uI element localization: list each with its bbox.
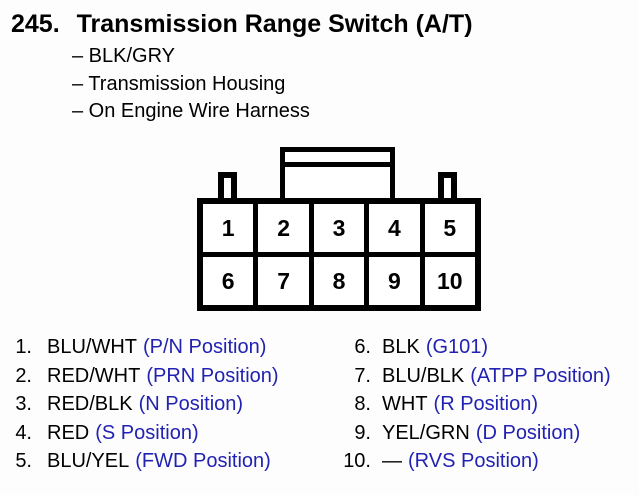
pin-row: 3. RED/BLK(N Position) xyxy=(12,390,279,419)
detail-list: – BLK/GRY – Transmission Housing – On En… xyxy=(72,43,310,126)
pin-wire-color: RED xyxy=(47,421,90,444)
pin-number: 1. xyxy=(15,336,32,358)
connector-pin-cell: 5 xyxy=(424,204,475,252)
page-header: 245. Transmission Range Switch (A/T) xyxy=(11,10,473,39)
pin-row: 10. — (RVS Position) xyxy=(330,447,611,476)
connector-pin-cell: 7 xyxy=(258,257,309,305)
pin-position: (ATPP Position) xyxy=(470,364,611,387)
connector-pin-cell: 6 xyxy=(203,257,254,305)
page-title: Transmission Range Switch (A/T) xyxy=(76,10,473,38)
connector-pin-cell: 1 xyxy=(203,204,254,252)
pin-number: 3. xyxy=(15,393,32,416)
connector-pin-cell: 2 xyxy=(258,204,309,252)
pin-position: (R Position) xyxy=(433,393,539,416)
pin-row: 5. BLU/YEL(FWD Position) xyxy=(12,447,279,476)
pin-row: 2. RED/WHT(PRN Position) xyxy=(12,362,279,391)
pin-row: 7. BLU/BLK(ATPP Position) xyxy=(330,362,611,391)
pin-number: 8. xyxy=(354,393,371,416)
detail-line-wire-color: – BLK/GRY xyxy=(72,45,176,67)
pin-wire-color: — xyxy=(382,450,402,473)
pin-number: 2. xyxy=(15,364,32,387)
pin-row: 1. BLU/WHT (P/N Position) xyxy=(12,333,279,362)
latch-tab-ridge xyxy=(285,162,390,167)
pin-position: (FWD Position) xyxy=(135,450,271,473)
pin-list-left: 1. BLU/WHT (P/N Position) 2. RED/WHT(PRN Po… xyxy=(12,333,279,476)
pin-position: (P/N Position) xyxy=(143,336,267,358)
connector-pin-cell: 3 xyxy=(313,204,365,252)
pin-number: 5. xyxy=(15,450,32,473)
pin-wire-color: RED/WHT xyxy=(47,364,141,387)
pin-wire-color: BLU/WHT xyxy=(47,336,137,358)
pin-wire-color: BLK xyxy=(382,336,420,358)
pin-number: 10. xyxy=(343,450,371,473)
pin-position: (N Position) xyxy=(138,393,244,416)
detail-line-location: – Transmission Housing xyxy=(72,72,286,95)
connector-pin-cell: 9 xyxy=(369,257,420,305)
pin-position: (RVS Position) xyxy=(408,450,539,473)
pin-wire-color: RED/BLK xyxy=(47,393,133,416)
pin-row: 8. WHT(R Position) xyxy=(330,390,611,419)
pin-list-right: 6. BLK(G101) 7. BLU/BLK(ATPP Position) 8. W… xyxy=(330,333,611,476)
pin-wire-color: BLU/YEL xyxy=(47,450,130,473)
pin-position: (G101) xyxy=(425,336,489,358)
pin-number: 9. xyxy=(354,421,371,444)
pin-position: (D Position) xyxy=(475,421,581,444)
pin-position: (S Position) xyxy=(95,421,199,444)
pin-number: 4. xyxy=(15,421,32,444)
section-number: 245. xyxy=(11,10,60,38)
pin-row: 4. RED(S Position) xyxy=(12,419,279,448)
connector-pin-cell: 8 xyxy=(313,257,365,305)
detail-line-harness: – On Engine Wire Harness xyxy=(72,100,310,122)
pin-position: (PRN Position) xyxy=(146,364,279,387)
pin-wire-color: WHT xyxy=(382,393,428,416)
pin-wire-color: YEL/GRN xyxy=(382,421,470,444)
pin-wire-color: BLU/BLK xyxy=(382,364,465,387)
connector-pin-cell: 4 xyxy=(369,204,420,252)
connector-body: 1 2 3 4 5 6 7 8 9 10 xyxy=(197,198,481,311)
connector-latch-tab xyxy=(280,147,395,200)
pin-number: 7. xyxy=(354,364,371,387)
pin-number: 6. xyxy=(354,336,371,358)
pin-row: 9. YEL/GRN(D Position) xyxy=(330,419,611,448)
connector-pin-cell: 10 xyxy=(424,257,475,305)
connector-lock-tab-left xyxy=(218,172,237,200)
connector-lock-tab-right xyxy=(438,172,457,200)
pin-row: 6. BLK(G101) xyxy=(330,333,611,362)
